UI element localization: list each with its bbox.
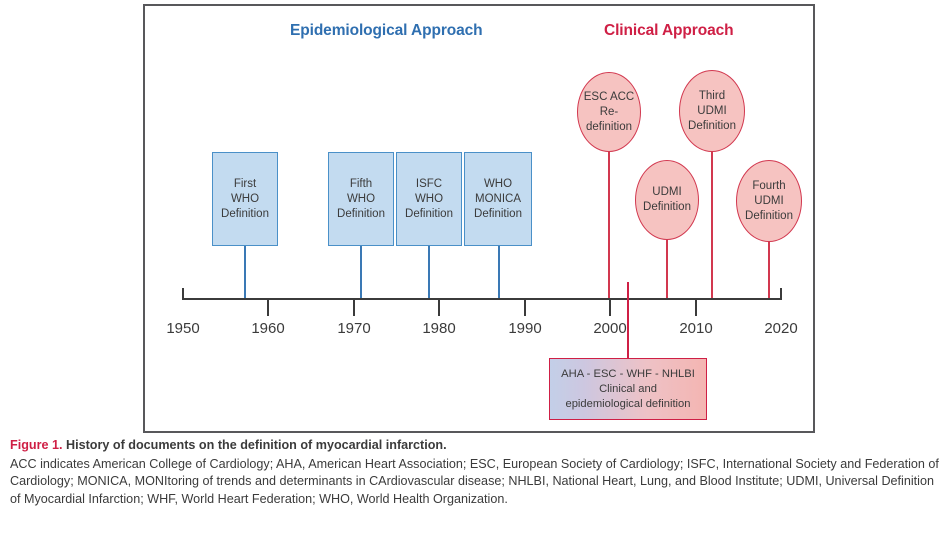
caption-heading: Figure 1. History of documents on the de… — [10, 437, 944, 455]
connector-udmi-definition — [666, 234, 668, 299]
event-label-line: WHO — [346, 192, 376, 205]
event-label-line: Definition — [474, 207, 522, 220]
axis-label-2000: 2000 — [593, 320, 627, 337]
axis-tick — [695, 300, 697, 316]
connector-first-who — [244, 246, 246, 299]
event-label-line: Re- — [599, 105, 619, 118]
axis-tick — [524, 300, 526, 316]
event-ellipse-udmi-definition[interactable]: UDMI Definition — [635, 160, 699, 240]
axis-label-2010: 2010 — [679, 320, 713, 337]
event-label-line: MONICA — [475, 192, 521, 205]
connector-fourth-udmi-definition — [768, 234, 770, 299]
event-label-line: Definition — [405, 207, 453, 220]
consensus-box[interactable]: AHA - ESC - WHF - NHLBI Clinical and epi… — [549, 358, 707, 420]
event-label-line: Definition — [643, 201, 691, 213]
caption-title: History of documents on the definition o… — [65, 438, 447, 452]
event-ellipse-fourth-udmi-definition[interactable]: Fourth UDMI Definition — [736, 160, 802, 242]
section-title-epidemiological: Epidemiological Approach — [290, 22, 483, 39]
event-label-line: Definition — [688, 119, 736, 132]
section-title-clinical: Clinical Approach — [604, 22, 734, 39]
event-label-line: UDMI — [754, 194, 784, 207]
event-label-line: Third — [698, 89, 726, 102]
event-label-line: Definition — [745, 209, 793, 222]
consensus-line: epidemiological definition — [565, 397, 691, 410]
axis-tick — [353, 300, 355, 316]
connector-isfc-who — [428, 246, 430, 299]
axis-label-2020: 2020 — [764, 320, 798, 337]
axis-endcap-left — [182, 288, 184, 298]
caption-body: ACC indicates American College of Cardio… — [10, 456, 939, 506]
connector-esc-acc-redefinition — [608, 146, 610, 299]
event-label-line: WHO — [414, 192, 444, 205]
axis-tick — [609, 300, 611, 316]
event-label-line: definition — [585, 120, 633, 133]
event-label-line: WHO — [230, 192, 260, 205]
axis-tick — [438, 300, 440, 316]
caption-figure-number: Figure 1. — [10, 438, 63, 452]
event-label-line: Fourth — [752, 179, 786, 192]
connector-consensus-box — [627, 282, 629, 358]
event-label-line: First — [233, 177, 257, 190]
event-label-line: UDMI — [652, 186, 682, 198]
figure-caption: Figure 1. History of documents on the de… — [10, 437, 944, 508]
consensus-line: Clinical and — [599, 382, 657, 395]
event-box-first-who[interactable]: First WHO Definition — [212, 152, 278, 246]
axis-label-1950: 1950 — [166, 320, 200, 337]
consensus-line: AHA - ESC - WHF - NHLBI — [561, 367, 695, 380]
event-box-fifth-who[interactable]: Fifth WHO Definition — [328, 152, 394, 246]
event-label-line: ISFC — [415, 177, 443, 190]
axis-endcap-right — [780, 288, 782, 298]
connector-fifth-who — [360, 246, 362, 299]
event-box-isfc-who[interactable]: ISFC WHO Definition — [396, 152, 462, 246]
event-label-line: WHO — [483, 177, 513, 190]
axis-label-1970: 1970 — [337, 320, 371, 337]
axis-label-1990: 1990 — [508, 320, 542, 337]
axis-tick — [267, 300, 269, 316]
timeline-axis — [182, 298, 782, 300]
axis-label-1960: 1960 — [251, 320, 285, 337]
event-ellipse-third-udmi-definition[interactable]: Third UDMI Definition — [679, 70, 745, 152]
event-label-line: Definition — [221, 207, 269, 220]
event-ellipse-esc-acc-redefinition[interactable]: ESC ACC Re- definition — [577, 72, 641, 152]
event-label-line: ESC ACC — [583, 90, 635, 103]
event-label-line: Definition — [337, 207, 385, 220]
event-label-line: UDMI — [697, 104, 727, 117]
event-box-who-monica[interactable]: WHO MONICA Definition — [464, 152, 532, 246]
connector-who-monica — [498, 246, 500, 299]
figure-frame: Epidemiological Approach Clinical Approa… — [143, 4, 815, 433]
event-label-line: Fifth — [349, 177, 373, 190]
axis-label-1980: 1980 — [422, 320, 456, 337]
connector-third-udmi-definition — [711, 146, 713, 299]
